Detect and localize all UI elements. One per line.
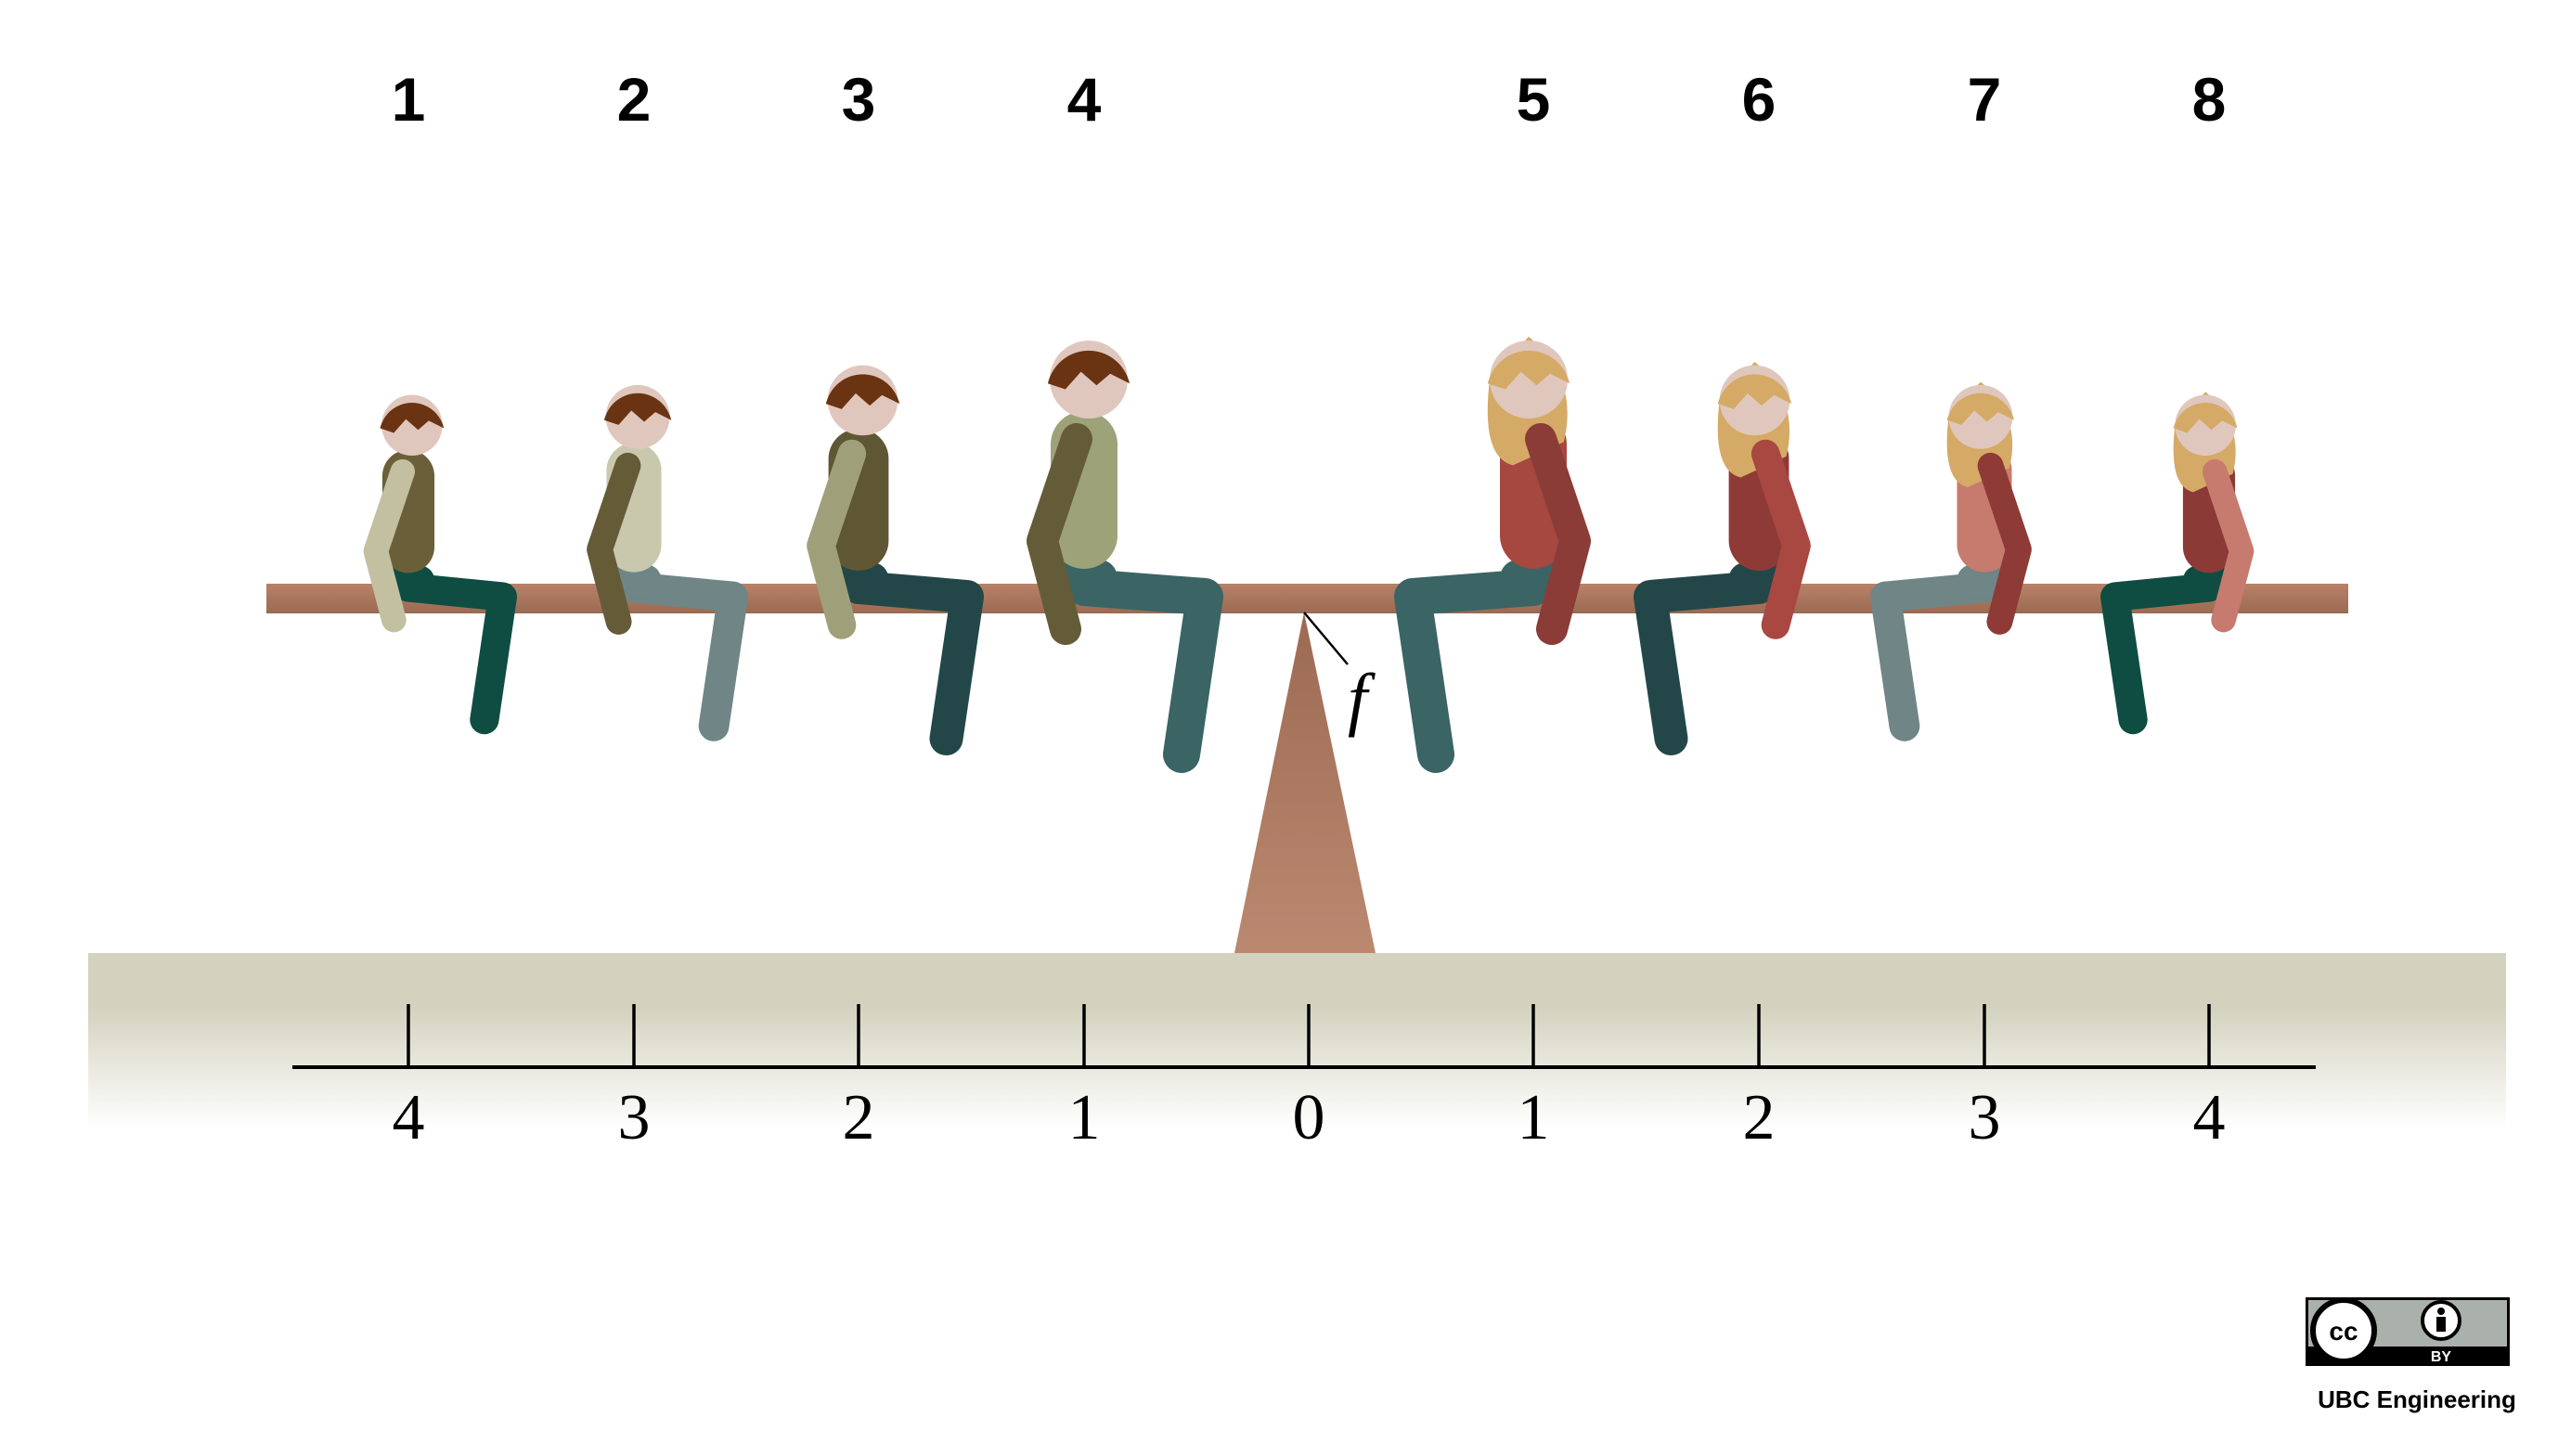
fulcrum-label: f (1348, 660, 1376, 738)
seat-number: 3 (842, 65, 876, 134)
seat-number: 7 (1968, 65, 2002, 134)
attribution-icon-body (2436, 1317, 2446, 1332)
child-seat-2 (587, 384, 748, 741)
seat-number: 4 (1067, 65, 1102, 134)
scale-ticks: 4 3 2 1 0 1 2 3 4 (393, 1004, 2226, 1153)
seat-number: 6 (1742, 65, 1776, 134)
scale-label: 2 (843, 1082, 875, 1153)
child-seat-8 (2100, 392, 2254, 735)
seat-number: 8 (2192, 65, 2227, 134)
child-leg (1870, 572, 2000, 741)
ground (88, 953, 2506, 1129)
child-seat-1 (363, 394, 517, 735)
child-arm (2202, 458, 2254, 633)
scale-label: 3 (1969, 1082, 2001, 1153)
scale-label: 4 (393, 1082, 425, 1153)
child-leg (2100, 573, 2224, 735)
license-badge-text: BY (2431, 1349, 2452, 1365)
child-hair-top (1047, 350, 1130, 390)
seat-number: 5 (1517, 65, 1551, 134)
scale-label: 0 (1293, 1082, 1325, 1153)
child-seat-5 (1394, 336, 1591, 773)
cc-logo-text: cc (2329, 1317, 2358, 1346)
credit-text: UBC Engineering (2318, 1385, 2516, 1413)
child-leg (1634, 571, 1776, 755)
child-seat-4 (1027, 341, 1223, 773)
scale-label: 1 (1068, 1082, 1101, 1153)
scale-label: 4 (2193, 1082, 2226, 1153)
seat-number: 2 (617, 65, 652, 134)
child-leg (1066, 569, 1223, 773)
seat-number: 1 (392, 65, 426, 134)
child-arm (1977, 452, 2032, 635)
scale-label: 3 (618, 1082, 651, 1153)
children-group (266, 336, 2348, 773)
child-seat-3 (807, 365, 984, 755)
fulcrum-pointer (1303, 612, 1349, 665)
child-hair-top (603, 393, 672, 425)
child-hair-top (1487, 350, 1570, 390)
child-hair-top (380, 402, 445, 433)
child-arm (1525, 423, 1591, 645)
cc-by-badge: cc BY (2306, 1297, 2510, 1366)
child-leg (618, 572, 748, 741)
scale-label: 2 (1743, 1082, 1776, 1153)
child-leg (394, 573, 517, 735)
seat-numbers: 1 2 3 4 5 6 7 8 (392, 65, 2227, 134)
seesaw-plank (266, 584, 2348, 613)
child-arm (807, 439, 867, 639)
child-hair-top (1946, 393, 2015, 425)
scale-label: 1 (1518, 1082, 1550, 1153)
attribution-icon-head (2437, 1308, 2445, 1315)
child-arm (363, 458, 416, 633)
child-leg (1394, 569, 1552, 773)
child-seat-7 (1870, 381, 2032, 741)
cc-logo-icon (2310, 1297, 2377, 1364)
child-hair-top (825, 374, 900, 409)
child-hair-top (2173, 402, 2238, 433)
fulcrum (1234, 612, 1376, 953)
child-leg (842, 571, 984, 755)
child-seat-6 (1634, 361, 1811, 755)
child-arm (1027, 423, 1092, 645)
child-hair-top (1717, 374, 1792, 409)
child-arm (587, 452, 641, 635)
child-arm (1751, 439, 1811, 639)
